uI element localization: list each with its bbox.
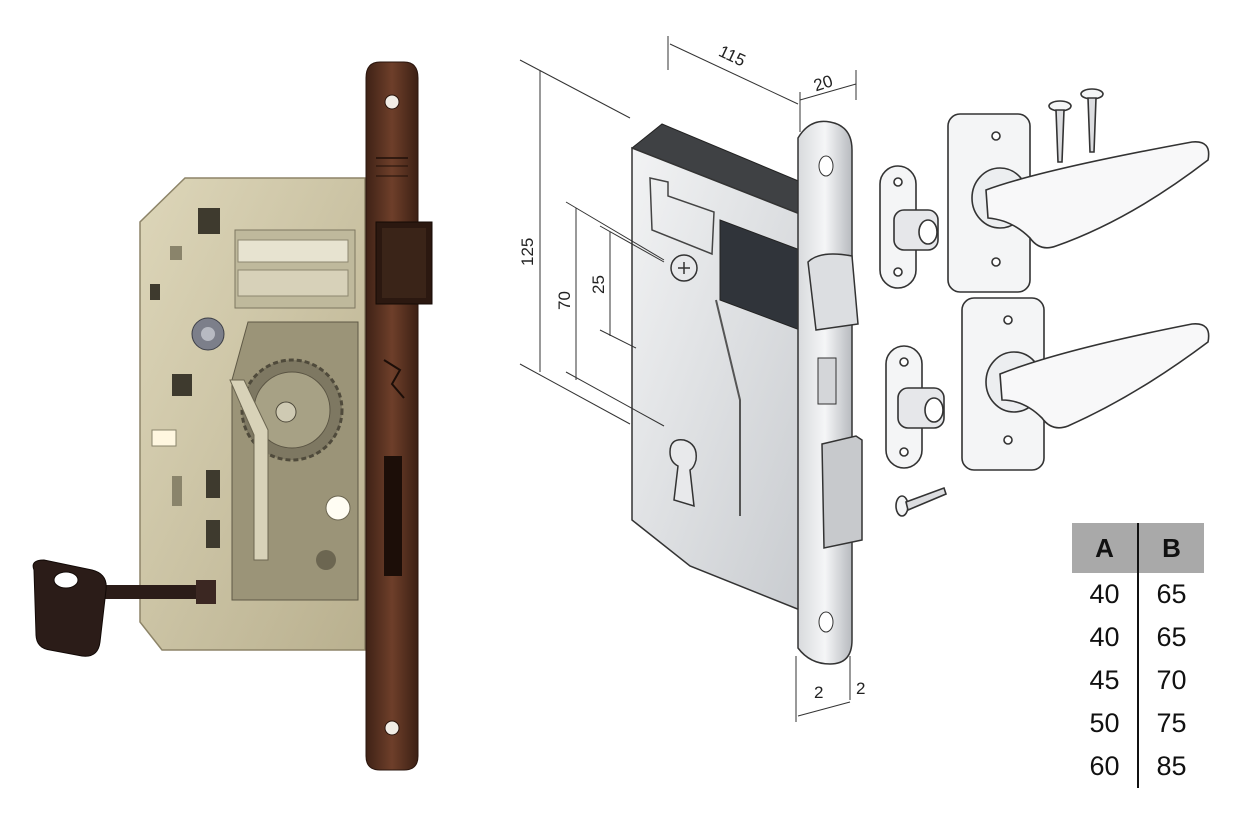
screw-icon [1048,100,1072,163]
deadbolt-slot [384,456,402,576]
faceplate-screw-hole-bottom [384,720,400,736]
size-table: A B 40 65 40 65 45 70 50 75 60 85 [1072,523,1204,788]
key-cylinder-bottom [885,345,945,469]
door-hardware [879,88,1210,517]
drawing-deadbolt [821,435,863,549]
drawing-latch-bolt [807,253,859,331]
table-row: 40 65 [1072,616,1204,659]
dim-115: 115 [716,42,749,71]
table-cell: 70 [1156,665,1187,695]
table-row: 40 65 [1072,573,1204,616]
faceplate-screw-hole-top [384,94,400,110]
table-cell: 75 [1156,708,1187,738]
table-cell: 40 [1072,573,1139,616]
dim-25: 25 [589,275,608,294]
table-header-row: A B [1072,523,1204,573]
table-row: 50 75 [1072,702,1204,745]
table-cell: 40 [1072,616,1139,659]
dim-2-thickness: 2 [814,683,823,702]
table-cell: 50 [1072,702,1139,745]
mortise-lock-drawing: 115 20 125 70 25 2 2 [518,36,865,722]
dimension-lines [519,36,857,722]
table-row: 45 70 [1072,659,1204,702]
key-cylinder-top [879,165,939,289]
lever-arm [229,379,269,561]
door-handle-bottom [961,297,1210,471]
table-cell: 65 [1156,579,1187,609]
drawing-keyhole [669,439,697,508]
table-cell: 65 [1156,622,1187,652]
door-handle-top [947,113,1210,293]
table-cell: 85 [1156,751,1187,781]
dim-20: 20 [811,71,835,95]
table-header-a: A [1072,523,1139,573]
table-row: 60 85 [1072,745,1204,788]
faceplate-bronze [365,61,419,771]
screw-icon [895,486,947,517]
key [32,559,216,657]
screw-icon [1080,88,1104,153]
table-header-b: B [1138,523,1204,573]
lock-body-side [631,146,801,612]
dim-125: 125 [518,238,537,266]
dim-2-offset: 2 [856,679,865,698]
mortise-lock-photo [32,61,433,771]
table-cell: 60 [1072,745,1139,788]
dim-70: 70 [555,291,574,310]
table-cell: 45 [1072,659,1139,702]
